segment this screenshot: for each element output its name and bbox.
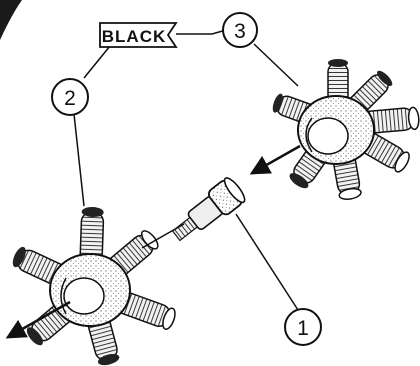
- callout-1-label: 1: [297, 317, 309, 340]
- right-axis-arrow: [249, 144, 301, 175]
- leader-line-tag-to-2: [83, 45, 111, 79]
- leader-line-1-to-bolt: [235, 213, 299, 311]
- leader-line-3-to-tag: [176, 29, 227, 35]
- leader-line-2-to-wheel: [73, 113, 85, 207]
- color-tag-label: BLACK: [102, 27, 167, 46]
- left-wheel-hub-bore: [63, 277, 105, 315]
- callout-2: 2: [51, 78, 89, 116]
- right-wheel-hub-bore: [307, 117, 349, 155]
- right-wheel-assembly: [272, 59, 420, 200]
- callout-1: 1: [284, 308, 322, 346]
- left-axis-arrow: [5, 300, 71, 339]
- leader-line-3-to-wheel: [253, 43, 299, 87]
- callout-2-label: 2: [64, 87, 76, 110]
- center-axis-line: [141, 223, 185, 249]
- color-tag: BLACK: [99, 22, 178, 48]
- left-wheel-assembly: [12, 207, 176, 366]
- bolt-part: [171, 177, 246, 242]
- corner-shadow: [0, 0, 22, 40]
- callout-3-label: 3: [234, 20, 246, 43]
- callout-3: 3: [222, 12, 258, 48]
